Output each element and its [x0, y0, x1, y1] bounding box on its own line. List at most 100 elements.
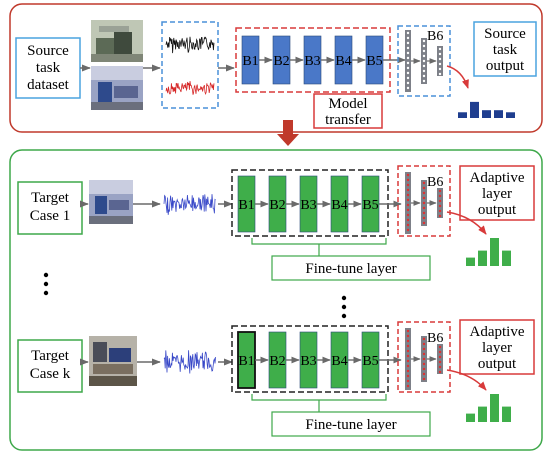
source-section-frame	[9, 3, 543, 133]
svg-text:Target: Target	[31, 348, 70, 364]
b6-neuron	[422, 196, 426, 200]
b6-neuron	[438, 350, 442, 354]
block-label-b2: B2	[269, 354, 285, 369]
b6-neuron	[422, 362, 426, 366]
b6-neuron	[406, 86, 410, 90]
target-case-1-b6-frame	[397, 165, 451, 237]
target-case-1-signal	[163, 194, 216, 215]
b6-neuron	[438, 194, 442, 198]
b6-neuron	[406, 349, 410, 353]
source-b6-label: B6	[427, 29, 443, 44]
target-case-k-b6-label: B6	[427, 331, 443, 346]
b6-neuron	[406, 183, 410, 187]
b6-neuron	[422, 367, 426, 371]
source-output-histogram	[458, 101, 515, 118]
model-transfer-arrow	[277, 120, 299, 146]
signal-trace	[163, 194, 216, 215]
b6-neuron	[406, 344, 410, 348]
source-b6-frame	[397, 25, 451, 97]
target-case-k-blocks-frame	[231, 325, 389, 393]
b6-neuron	[438, 370, 442, 374]
red-vibration-signal	[165, 81, 215, 96]
svg-text:Fine-tune layer: Fine-tune layer	[305, 261, 396, 277]
b6-neuron	[406, 369, 410, 373]
b6-neuron	[422, 352, 426, 356]
target-case-k-finetune-label: Fine-tune layer	[271, 411, 431, 437]
target-case-k-output-histogram	[466, 394, 511, 422]
b6-neuron	[422, 372, 426, 376]
b6-neuron	[422, 221, 426, 225]
b6-neuron	[406, 213, 410, 217]
b6-neuron	[422, 44, 426, 48]
svg-text:Adaptive: Adaptive	[470, 170, 525, 186]
block-label-b5: B5	[362, 354, 378, 369]
source-b6-layers	[405, 30, 443, 92]
source-signal-box	[161, 21, 219, 109]
svg-text:task: task	[493, 42, 518, 58]
b6-column-1	[405, 328, 411, 390]
block-label-b5: B5	[366, 54, 382, 69]
b6-neuron	[438, 214, 442, 218]
histogram-bar	[458, 112, 467, 118]
block-label-b4: B4	[331, 354, 347, 369]
b6-neuron	[438, 355, 442, 359]
b6-neuron	[422, 186, 426, 190]
b6-neuron	[406, 188, 410, 192]
b6-neuron	[406, 173, 410, 177]
block-label-b1: B1	[238, 198, 254, 213]
b6-neuron	[406, 384, 410, 388]
target-case-k-signal	[163, 350, 216, 374]
b6-neuron	[422, 79, 426, 83]
target-case-k-finetune-brace	[251, 394, 387, 412]
b6-neuron	[422, 337, 426, 341]
b6-neuron	[406, 31, 410, 35]
b6-neuron	[422, 64, 426, 68]
b6-neuron	[406, 178, 410, 182]
b6-neuron	[406, 81, 410, 85]
target-case-k-b6-frame	[397, 321, 451, 393]
b6-neuron	[422, 347, 426, 351]
block-label-b3: B3	[300, 354, 316, 369]
block-label-b1: B1	[242, 54, 258, 69]
target-case-k-output-label: Adaptive layer output	[459, 319, 535, 375]
svg-text:Case 1: Case 1	[30, 208, 70, 224]
histogram-bar	[482, 110, 491, 118]
b6-neuron	[406, 329, 410, 333]
b6-neuron	[438, 365, 442, 369]
target-case-1-finetune-brace	[251, 238, 387, 256]
b6-neuron	[406, 46, 410, 50]
histogram-bar	[478, 406, 487, 422]
histogram-bar	[470, 101, 479, 118]
b6-neuron	[406, 228, 410, 232]
b6-neuron	[406, 379, 410, 383]
histogram-bar	[506, 112, 515, 118]
histogram-bar	[494, 110, 503, 118]
b6-neuron	[406, 208, 410, 212]
b6-column-3	[437, 188, 443, 218]
b6-column-1	[405, 30, 411, 92]
histogram-bar	[490, 238, 499, 266]
b6-neuron	[422, 342, 426, 346]
target-case-1-photo	[89, 180, 133, 224]
histogram-bar	[502, 406, 511, 422]
b6-neuron	[438, 52, 442, 56]
b6-neuron	[406, 374, 410, 378]
b6-neuron	[406, 354, 410, 358]
b6-neuron	[438, 345, 442, 349]
b6-neuron	[422, 216, 426, 220]
svg-text:Fine-tune layer: Fine-tune layer	[305, 417, 396, 433]
b6-neuron	[406, 359, 410, 363]
svg-text:task: task	[36, 60, 61, 76]
b6-neuron	[422, 201, 426, 205]
block-label-b3: B3	[304, 54, 320, 69]
b6-column-1	[405, 172, 411, 234]
b6-neuron	[406, 66, 410, 70]
source-machine-photo-top	[91, 20, 143, 62]
block-label-b4: B4	[335, 54, 351, 69]
block-label-b1: B1	[238, 354, 254, 369]
b6-neuron	[422, 191, 426, 195]
b6-neuron	[422, 54, 426, 58]
target-case-k-feature-blocks: B1 B2 B3 B4 B5	[237, 331, 402, 389]
black-vibration-signal	[165, 36, 215, 54]
svg-text:Target: Target	[31, 190, 70, 206]
